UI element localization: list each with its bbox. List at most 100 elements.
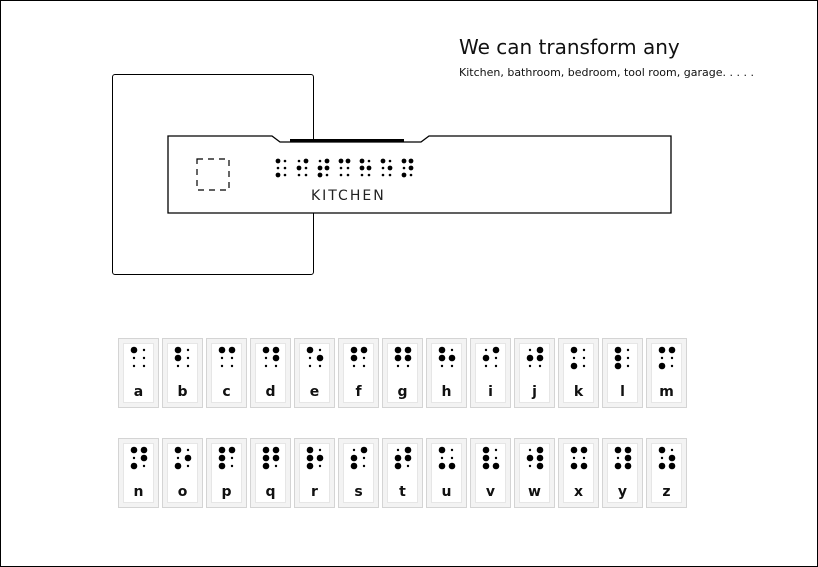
page-subtitle: Kitchen, bathroom, bedroom, tool room, g… (459, 66, 754, 79)
braille-dot-flat (186, 364, 190, 368)
braille-dot-flat (308, 364, 312, 368)
tile-inset (167, 443, 198, 503)
dot-pattern (658, 446, 676, 470)
braille-dot-raised (350, 454, 358, 462)
dot-pattern (218, 446, 236, 470)
braille-tile-f: f (338, 338, 379, 408)
tile-letter: e (309, 384, 320, 400)
braille-dot-raised (228, 446, 236, 454)
braille-dot-flat (660, 356, 664, 360)
braille-dot-raised (408, 158, 414, 164)
braille-dot-raised (324, 165, 330, 171)
braille-dot-flat (276, 166, 280, 170)
braille-dot-flat (402, 166, 406, 170)
braille-dot-raised (401, 172, 407, 178)
braille-dot-raised (438, 462, 446, 470)
braille-cell-s (350, 446, 368, 470)
braille-dot-raised (306, 446, 314, 454)
dot-pattern (570, 446, 588, 470)
dot-pattern (614, 346, 630, 370)
braille-dot-raised (174, 462, 182, 470)
braille-dot-raised (316, 354, 324, 362)
braille-dot-raised (272, 446, 280, 454)
braille-dot-flat (186, 448, 190, 452)
braille-dot-flat (360, 173, 364, 177)
braille-dot-flat (264, 356, 268, 360)
braille-dot-raised (624, 446, 632, 454)
braille-dot-flat (283, 166, 287, 170)
tile-letter: x (573, 484, 584, 500)
tile-inset (607, 343, 638, 403)
braille-dot-flat (670, 448, 674, 452)
tile-letter: i (488, 384, 493, 400)
tile-inset (299, 343, 330, 403)
braille-dot-flat (132, 456, 136, 460)
braille-dot-raised (350, 462, 358, 470)
braille-dot-flat (142, 356, 146, 360)
braille-dot-raised (140, 454, 148, 462)
tile-inset (651, 443, 682, 503)
dot-pattern (658, 346, 676, 370)
braille-dot-raised (338, 158, 344, 164)
braille-tile-r: r (294, 438, 335, 508)
tile-letter: t (399, 484, 406, 500)
braille-cell-h (438, 346, 456, 368)
braille-dot-raised (359, 165, 365, 171)
braille-dot-raised (570, 462, 578, 470)
dot-pattern (130, 346, 146, 368)
tile-letter: m (659, 384, 674, 400)
tile-letter: g (397, 384, 408, 400)
braille-cell-u (438, 446, 456, 470)
braille-cell-i (482, 346, 500, 368)
braille-dot-flat (362, 456, 366, 460)
braille-dot-flat (528, 364, 532, 368)
braille-tile-t: t (382, 438, 423, 508)
braille-cell-k (275, 158, 287, 178)
tile-letter: h (441, 384, 452, 400)
braille-dot-flat (346, 173, 350, 177)
braille-tile-d: d (250, 338, 291, 408)
braille-dot-flat (528, 464, 532, 468)
tile-inset (475, 343, 506, 403)
tile-inset (123, 343, 154, 403)
braille-dot-raised (218, 462, 226, 470)
braille-dot-raised (526, 354, 534, 362)
braille-dot-flat (582, 364, 586, 368)
braille-dot-flat (396, 448, 400, 452)
dot-pattern (614, 446, 632, 470)
tile-inset (387, 343, 418, 403)
tile-letter: w (528, 484, 541, 500)
braille-tile-u: u (426, 438, 467, 508)
braille-cell-a (130, 346, 146, 368)
tile-letter: k (573, 384, 584, 400)
braille-dot-raised (350, 354, 358, 362)
braille-dot-flat (367, 159, 371, 163)
braille-cell-x (570, 446, 588, 470)
braille-dot-raised (668, 346, 676, 354)
braille-cell-o (174, 446, 192, 470)
braille-dot-flat (388, 173, 392, 177)
braille-dot-raised (580, 462, 588, 470)
braille-dot-flat (406, 464, 410, 468)
braille-dot-flat (626, 364, 630, 368)
braille-dot-flat (318, 464, 322, 468)
braille-dot-flat (484, 364, 488, 368)
braille-dot-raised (303, 158, 309, 164)
dot-pattern (174, 446, 192, 470)
dot-pattern (482, 346, 500, 368)
lever-edge-bar (290, 139, 404, 142)
braille-dot-flat (352, 448, 356, 452)
tile-letter: s (354, 484, 363, 500)
braille-dot-flat (409, 173, 413, 177)
braille-dot-flat (264, 364, 268, 368)
braille-dot-raised (228, 346, 236, 354)
braille-dot-raised (492, 346, 500, 354)
braille-cell-c (218, 346, 236, 368)
braille-dot-raised (492, 462, 500, 470)
braille-dot-raised (350, 346, 358, 354)
braille-dot-raised (262, 462, 270, 470)
dot-pattern (350, 446, 368, 470)
braille-cell-y (614, 446, 632, 470)
braille-dot-raised (130, 462, 138, 470)
